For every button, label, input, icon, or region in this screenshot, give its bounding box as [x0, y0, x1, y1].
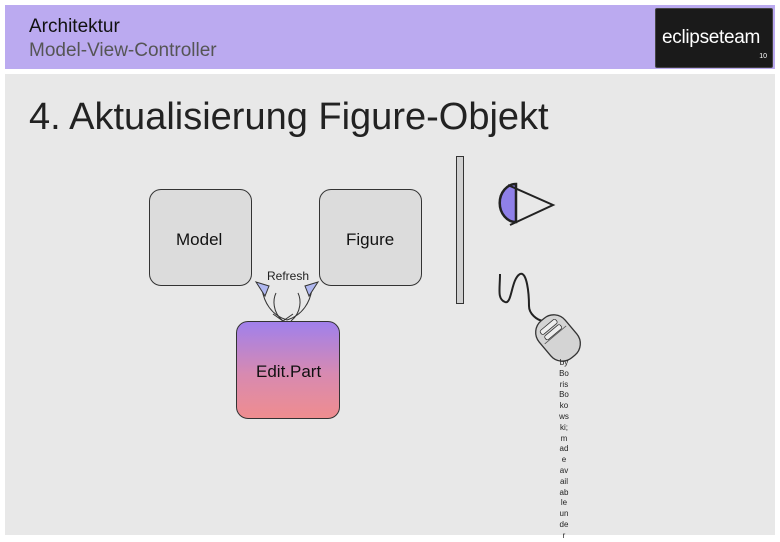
- model-label: Model: [176, 230, 223, 249]
- model-box: Model: [149, 189, 252, 286]
- vtext-line: e: [561, 455, 567, 465]
- page-number: 10: [759, 53, 767, 60]
- vtext-line: le: [560, 498, 568, 508]
- header-subtitle: Model-View-Controller: [29, 40, 217, 61]
- vtext-line: ad: [559, 444, 569, 454]
- editpart-box: Edit.Part: [236, 321, 340, 419]
- vtext-line: ab: [559, 487, 569, 497]
- vtext-line: by: [559, 358, 569, 367]
- vtext-line: ko: [559, 401, 569, 411]
- vertical-watermark-text: by Bo ris Bo ko ws ki; m ad e av ail ab …: [550, 358, 578, 542]
- eye-icon: [498, 182, 556, 226]
- logo-text: eclipseteam: [662, 27, 761, 48]
- refresh-arrows: [261, 288, 313, 322]
- vtext-line: Bo: [559, 390, 569, 400]
- vtext-line: ris: [559, 379, 569, 389]
- slide-title: 4. Aktualisierung Figure-Objekt: [29, 96, 549, 138]
- vtext-line: r: [562, 530, 566, 540]
- figure-box: Figure: [319, 189, 422, 286]
- vtext-line: ail: [559, 476, 568, 486]
- refresh-label: Refresh: [267, 269, 310, 283]
- vtext-line: de: [559, 519, 569, 529]
- refresh-arrowhead-right: [304, 281, 320, 298]
- vtext-line: Bo: [559, 368, 569, 378]
- diagram-graphics: [254, 182, 581, 362]
- refresh-arrowhead-left: [254, 281, 270, 298]
- header-title: Architektur: [29, 16, 120, 37]
- slide-header: Architektur Model-View-Controller eclips…: [5, 5, 775, 69]
- vtext-line: ws: [559, 411, 569, 421]
- display-screen: [456, 156, 464, 304]
- vtext-line: m: [560, 433, 568, 443]
- slide-content: 4. Aktualisierung Figure-Objekt Model Fi…: [5, 74, 775, 540]
- vtext-line: un: [559, 509, 569, 519]
- vtext-line: av: [559, 465, 569, 475]
- vtext-line: ki;: [560, 422, 568, 432]
- figure-label: Figure: [346, 230, 395, 249]
- editpart-label: Edit.Part: [256, 362, 322, 381]
- eclipseteam-logo: eclipseteam 10: [655, 8, 773, 68]
- mouse-icon: [498, 272, 581, 362]
